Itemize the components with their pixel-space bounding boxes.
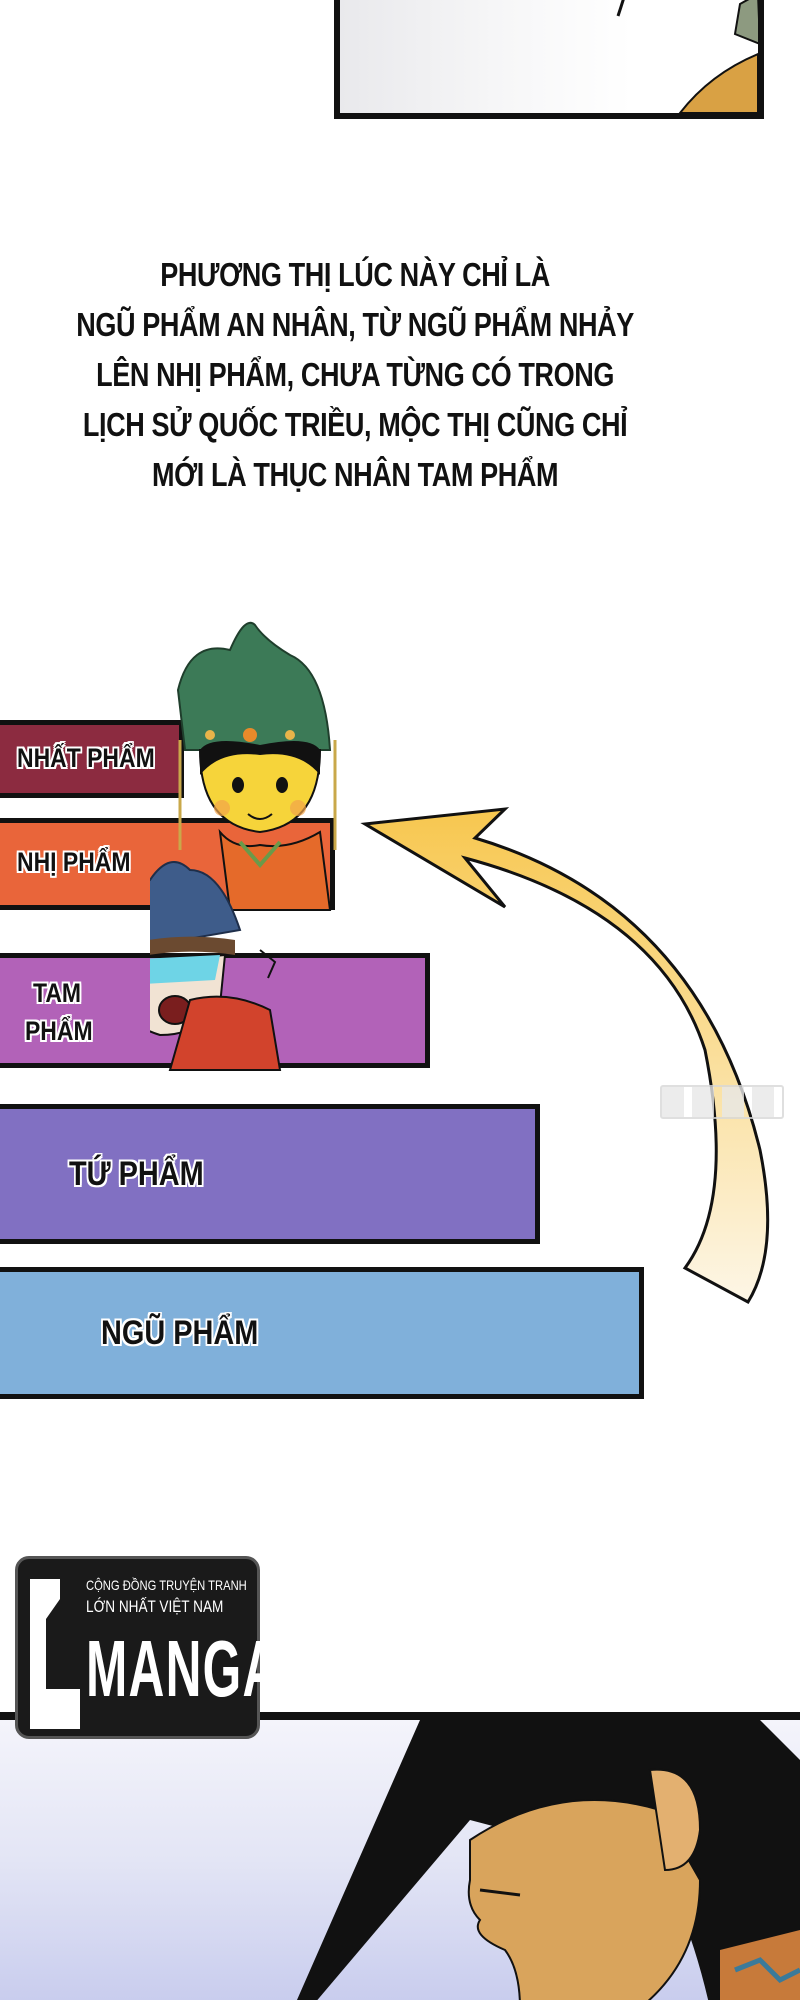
characters-illustration bbox=[150, 621, 337, 1071]
rank-label: TỨ PHẨM bbox=[69, 1155, 204, 1193]
rank-label: PHẨM bbox=[25, 1016, 93, 1046]
logo-brand: MANGA bbox=[86, 1624, 280, 1713]
shocked-lady-character bbox=[150, 861, 282, 1071]
crowned-lady-character bbox=[176, 621, 337, 911]
hat-man-character bbox=[296, 1720, 800, 2000]
rank-label: TAM bbox=[33, 978, 82, 1008]
watermark bbox=[660, 1085, 784, 1119]
rank-bar-ngu-pham: NGŨ PHẨM bbox=[0, 1267, 644, 1399]
logo-c-letter bbox=[30, 1579, 80, 1729]
bottom-comic-panel bbox=[0, 1712, 800, 2000]
rank-label: NHẤT PHẨM bbox=[17, 743, 155, 773]
logo-tagline-1: CỘNG ĐỒNG TRUYỆN TRANH bbox=[86, 1577, 247, 1593]
logo-tagline-2: LỚN NHẤT VIỆT NAM bbox=[86, 1597, 224, 1616]
upward-arrow bbox=[360, 807, 770, 1304]
rank-bar-nhat-pham: NHẤT PHẨM bbox=[0, 720, 184, 798]
cmanga-logo: CỘNG ĐỒNG TRUYỆN TRANH LỚN NHẤT VIỆT NAM… bbox=[15, 1556, 278, 1739]
top-comic-panel bbox=[334, 0, 764, 119]
rank-bar-tu-pham: TỨ PHẨM bbox=[0, 1104, 540, 1244]
arrow-icon bbox=[360, 807, 770, 1304]
narration-line: MỚI LÀ THỤC NHÂN TAM PHẨM bbox=[151, 456, 559, 493]
narration-line: PHƯƠNG THỊ LÚC NÀY CHỈ LÀ bbox=[160, 256, 550, 293]
narration-line: LÊN NHỊ PHẨM, CHƯA TỪNG CÓ TRONG bbox=[96, 356, 614, 393]
narration-line: NGŨ PHẨM AN NHÂN, TỪ NGŨ PHẨM NHẢY bbox=[76, 306, 634, 343]
rank-label: NHỊ PHẨM bbox=[17, 847, 131, 877]
narration-line: LỊCH SỬ QUỐC TRIỀU, MỘC THỊ CŨNG CHỈ bbox=[82, 406, 628, 443]
narration-text: PHƯƠNG THỊ LÚC NÀY CHỈ LÀ NGŨ PHẨM AN NH… bbox=[0, 250, 710, 500]
panel-art bbox=[616, 0, 758, 113]
rank-label: NGŨ PHẨM bbox=[101, 1314, 259, 1352]
